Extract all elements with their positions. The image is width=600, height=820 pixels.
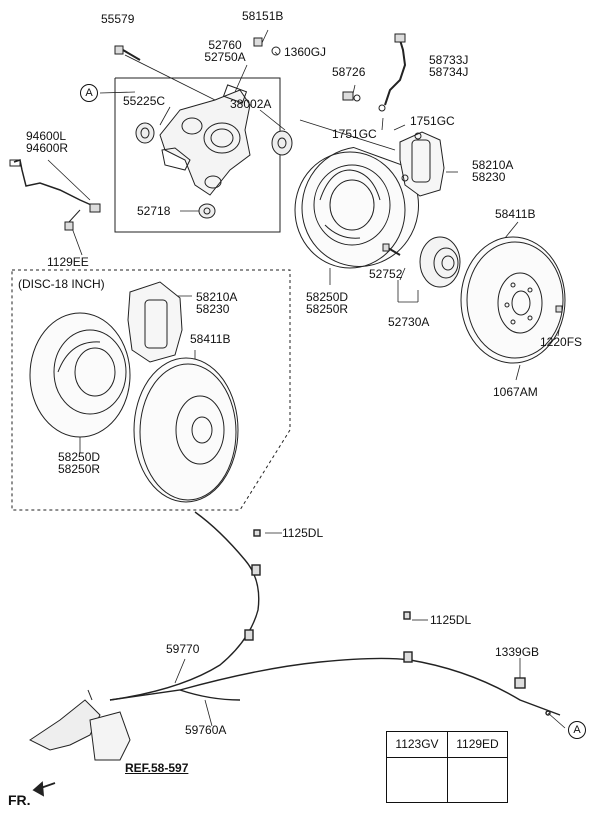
part-label-94600l: 94600L [26,129,67,143]
part-label-58151b: 58151B [242,9,284,23]
bushing-55225c [135,122,155,144]
part-label-58230-disc: 58230 [196,302,230,316]
part-label-1067am: 1067AM [493,385,538,399]
part-label-1129ee: 1129EE [47,255,89,269]
part-label-58250d-disc: 58250D [58,450,101,464]
part-label-52760: 52760 [208,38,242,52]
part-label-52752: 52752 [369,267,403,281]
front-marker: FR. [8,792,31,808]
part-label-58726: 58726 [332,65,366,79]
part-label-58411b-disc: 58411B [190,332,231,346]
front-arrow [32,781,56,797]
hub-bearing-52730a [382,236,461,288]
part-label-52718: 52718 [137,204,171,218]
part-label-1360gj: 1360GJ [284,45,327,59]
callout-a-top: A [80,84,98,102]
part-label-59760a: 59760A [185,723,227,737]
nut-52718 [198,203,216,219]
part-label-1125dl-a: 1125DL [282,526,324,540]
part-label-58210a-disc: 58210A [196,290,238,304]
legend-table: 1123GV 1129ED [386,731,508,803]
part-label-1220fs: 1220FS [540,335,583,349]
part-label-59770: 59770 [166,642,200,656]
part-label-38002a: 38002A [230,97,272,111]
caliper-main [399,131,445,197]
caliper-disc [127,281,183,363]
backing-plate-disc [29,312,131,438]
part-label-55579: 55579 [101,12,135,26]
disc-option-box [11,269,291,511]
part-label-58210a-main: 58210A [472,158,514,172]
reference-note[interactable]: REF.58-597 [125,761,189,775]
part-label-94600r: 94600R [26,141,69,155]
part-label-52750a: 52750A [204,50,246,64]
knuckle-group-box [114,77,281,233]
speed-sensor-94600 [9,159,101,231]
part-label-1751gc-a: 1751GC [332,127,377,141]
parking-cable-59760a [109,611,561,716]
part-label-1125dl-b: 1125DL [430,613,472,627]
legend-col-1123gv: 1123GV [395,737,439,751]
backing-plate-main [294,146,419,269]
part-label-58733j: 58733J [429,53,469,67]
knuckle-assembly [159,84,251,196]
legend-col-1129ed: 1129ED [456,737,499,751]
brake-disc-main [460,236,566,364]
part-label-58250r-main: 58250R [306,302,349,316]
part-label-58230-main: 58230 [472,170,506,184]
brake-hose-58733 [342,33,407,112]
brake-disc-disc [133,357,239,503]
legend-divider-v [447,732,448,802]
parking-cable-59770 [109,511,261,701]
part-label-58411b-main: 58411B [495,207,536,221]
part-label-55225c: 55225C [123,94,166,108]
bushing-38002a [271,130,293,156]
part-label-1751gc-b: 1751GC [410,114,455,128]
disc-group-title: (DISC-18 INCH) [18,277,105,291]
bolt-55579 [114,45,141,61]
parking-brake-lever [29,689,131,761]
bolt-58151b [253,37,281,56]
part-label-58250d-main: 58250D [306,290,349,304]
leader-lines [47,29,566,729]
part-label-58734j: 58734J [429,65,469,79]
part-label-1339gb: 1339GB [495,645,540,659]
part-label-58250r-disc: 58250R [58,462,101,476]
legend-divider-h [387,757,507,758]
callout-a-bottom: A [568,721,586,739]
part-label-52730a: 52730A [388,315,430,329]
